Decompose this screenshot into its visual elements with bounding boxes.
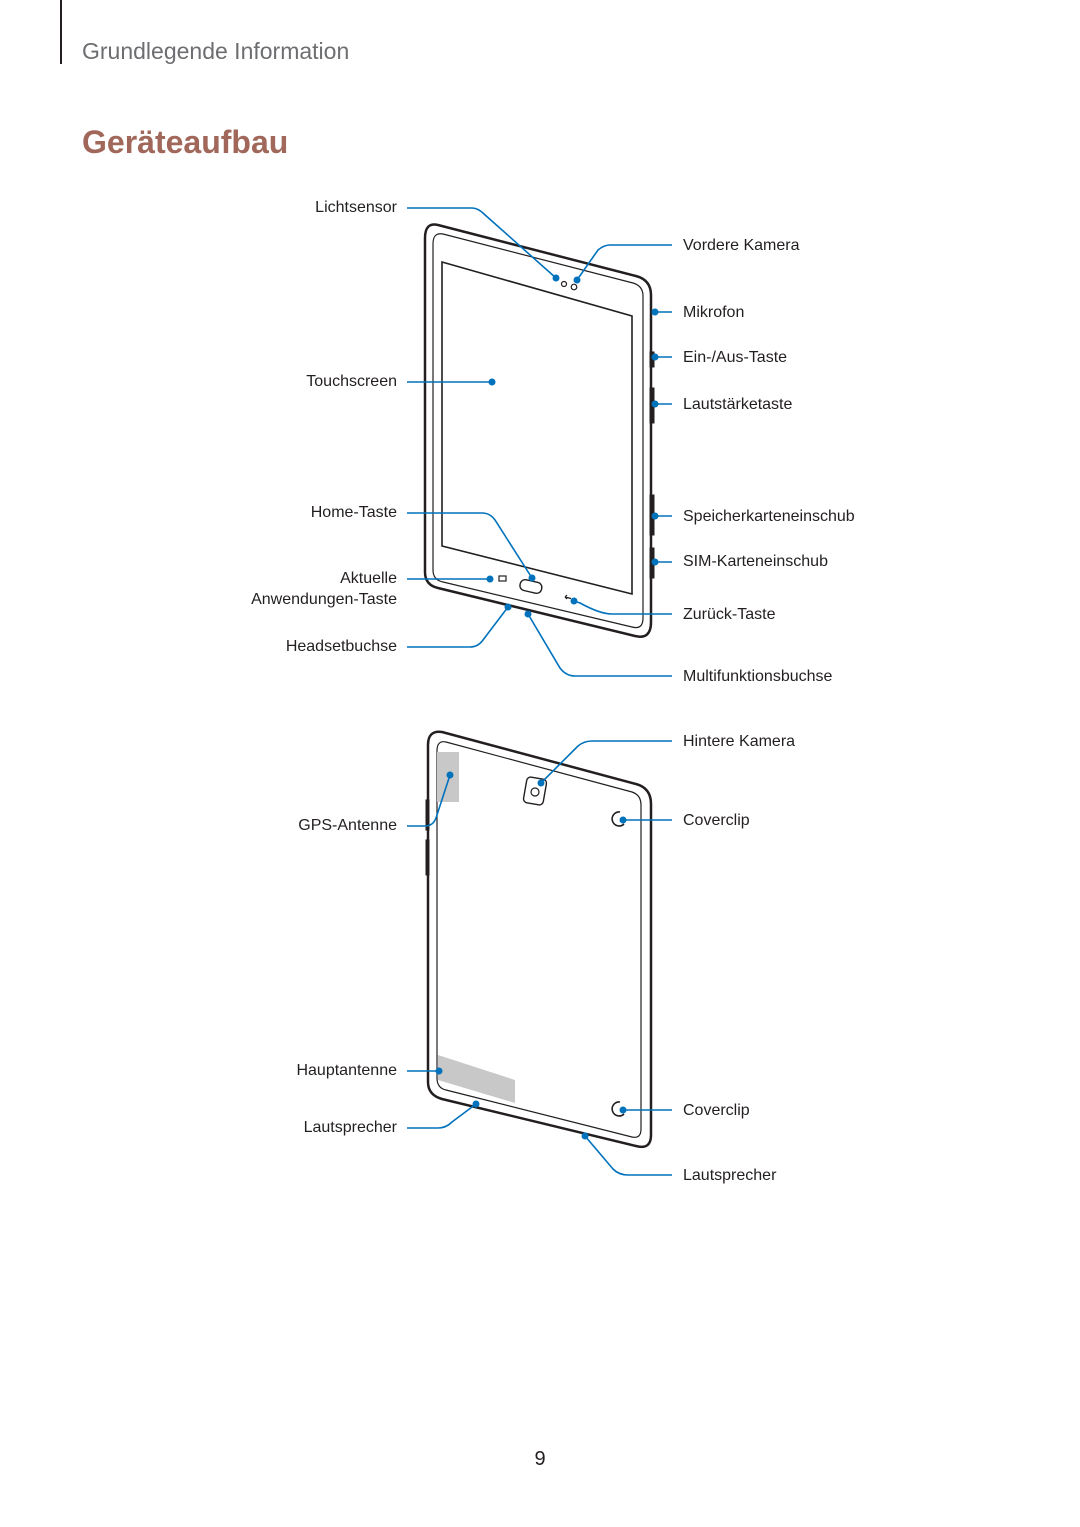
label-speaker-left: Lautsprecher — [303, 1119, 397, 1136]
front-tablet-illustration — [423, 223, 655, 638]
page-heading: Geräteaufbau — [82, 124, 289, 160]
back-tablet-illustration — [425, 730, 653, 1149]
label-gps-antenna: GPS-Antenne — [298, 817, 397, 834]
label-home-key: Home-Taste — [310, 504, 397, 521]
label-cover-clip-top: Coverclip — [683, 812, 750, 829]
label-multipurpose-jack: Multifunktionsbuchse — [683, 668, 833, 685]
label-rear-camera: Hintere Kamera — [683, 733, 796, 750]
label-speaker-right: Lautsprecher — [683, 1167, 777, 1184]
recent-apps-key-shape — [498, 575, 507, 582]
section-title: Grundlegende Information — [82, 38, 350, 64]
page-number: 9 — [534, 1448, 546, 1470]
rear-camera-shape — [522, 776, 548, 806]
label-memory-card-tray: Speicherkarteneinschub — [683, 508, 855, 525]
main-antenna-area — [438, 1055, 515, 1103]
label-microphone: Mikrofon — [683, 304, 745, 321]
label-volume-key: Lautstärketaste — [683, 396, 793, 413]
front-callout-dots — [486, 274, 659, 618]
back-key-shape — [564, 594, 572, 600]
label-light-sensor: Lichtsensor — [315, 199, 397, 216]
label-front-camera: Vordere Kamera — [683, 237, 800, 254]
label-cover-clip-bottom: Coverclip — [683, 1102, 750, 1119]
back-callouts — [407, 740, 672, 1176]
front-callouts — [407, 207, 672, 677]
cover-clip-bottom-shape — [611, 1101, 625, 1117]
label-recent-apps-line2: Anwendungen-Taste — [251, 591, 397, 608]
label-main-antenna: Hauptantenne — [296, 1062, 397, 1079]
cover-clip-top-shape — [611, 811, 625, 827]
header-rule — [60, 0, 62, 64]
front-camera-shape — [570, 283, 578, 291]
label-headset-jack: Headsetbuchse — [285, 638, 397, 655]
light-sensor-shape — [560, 280, 568, 288]
label-touchscreen: Touchscreen — [306, 373, 397, 390]
label-recent-apps-line1: Aktuelle — [340, 570, 397, 587]
label-sim-card-tray: SIM-Karteneinschub — [683, 553, 828, 570]
label-power-key: Ein-/Aus-Taste — [683, 349, 788, 366]
label-back-key: Zurück-Taste — [683, 606, 776, 623]
back-callout-dots — [435, 771, 627, 1140]
